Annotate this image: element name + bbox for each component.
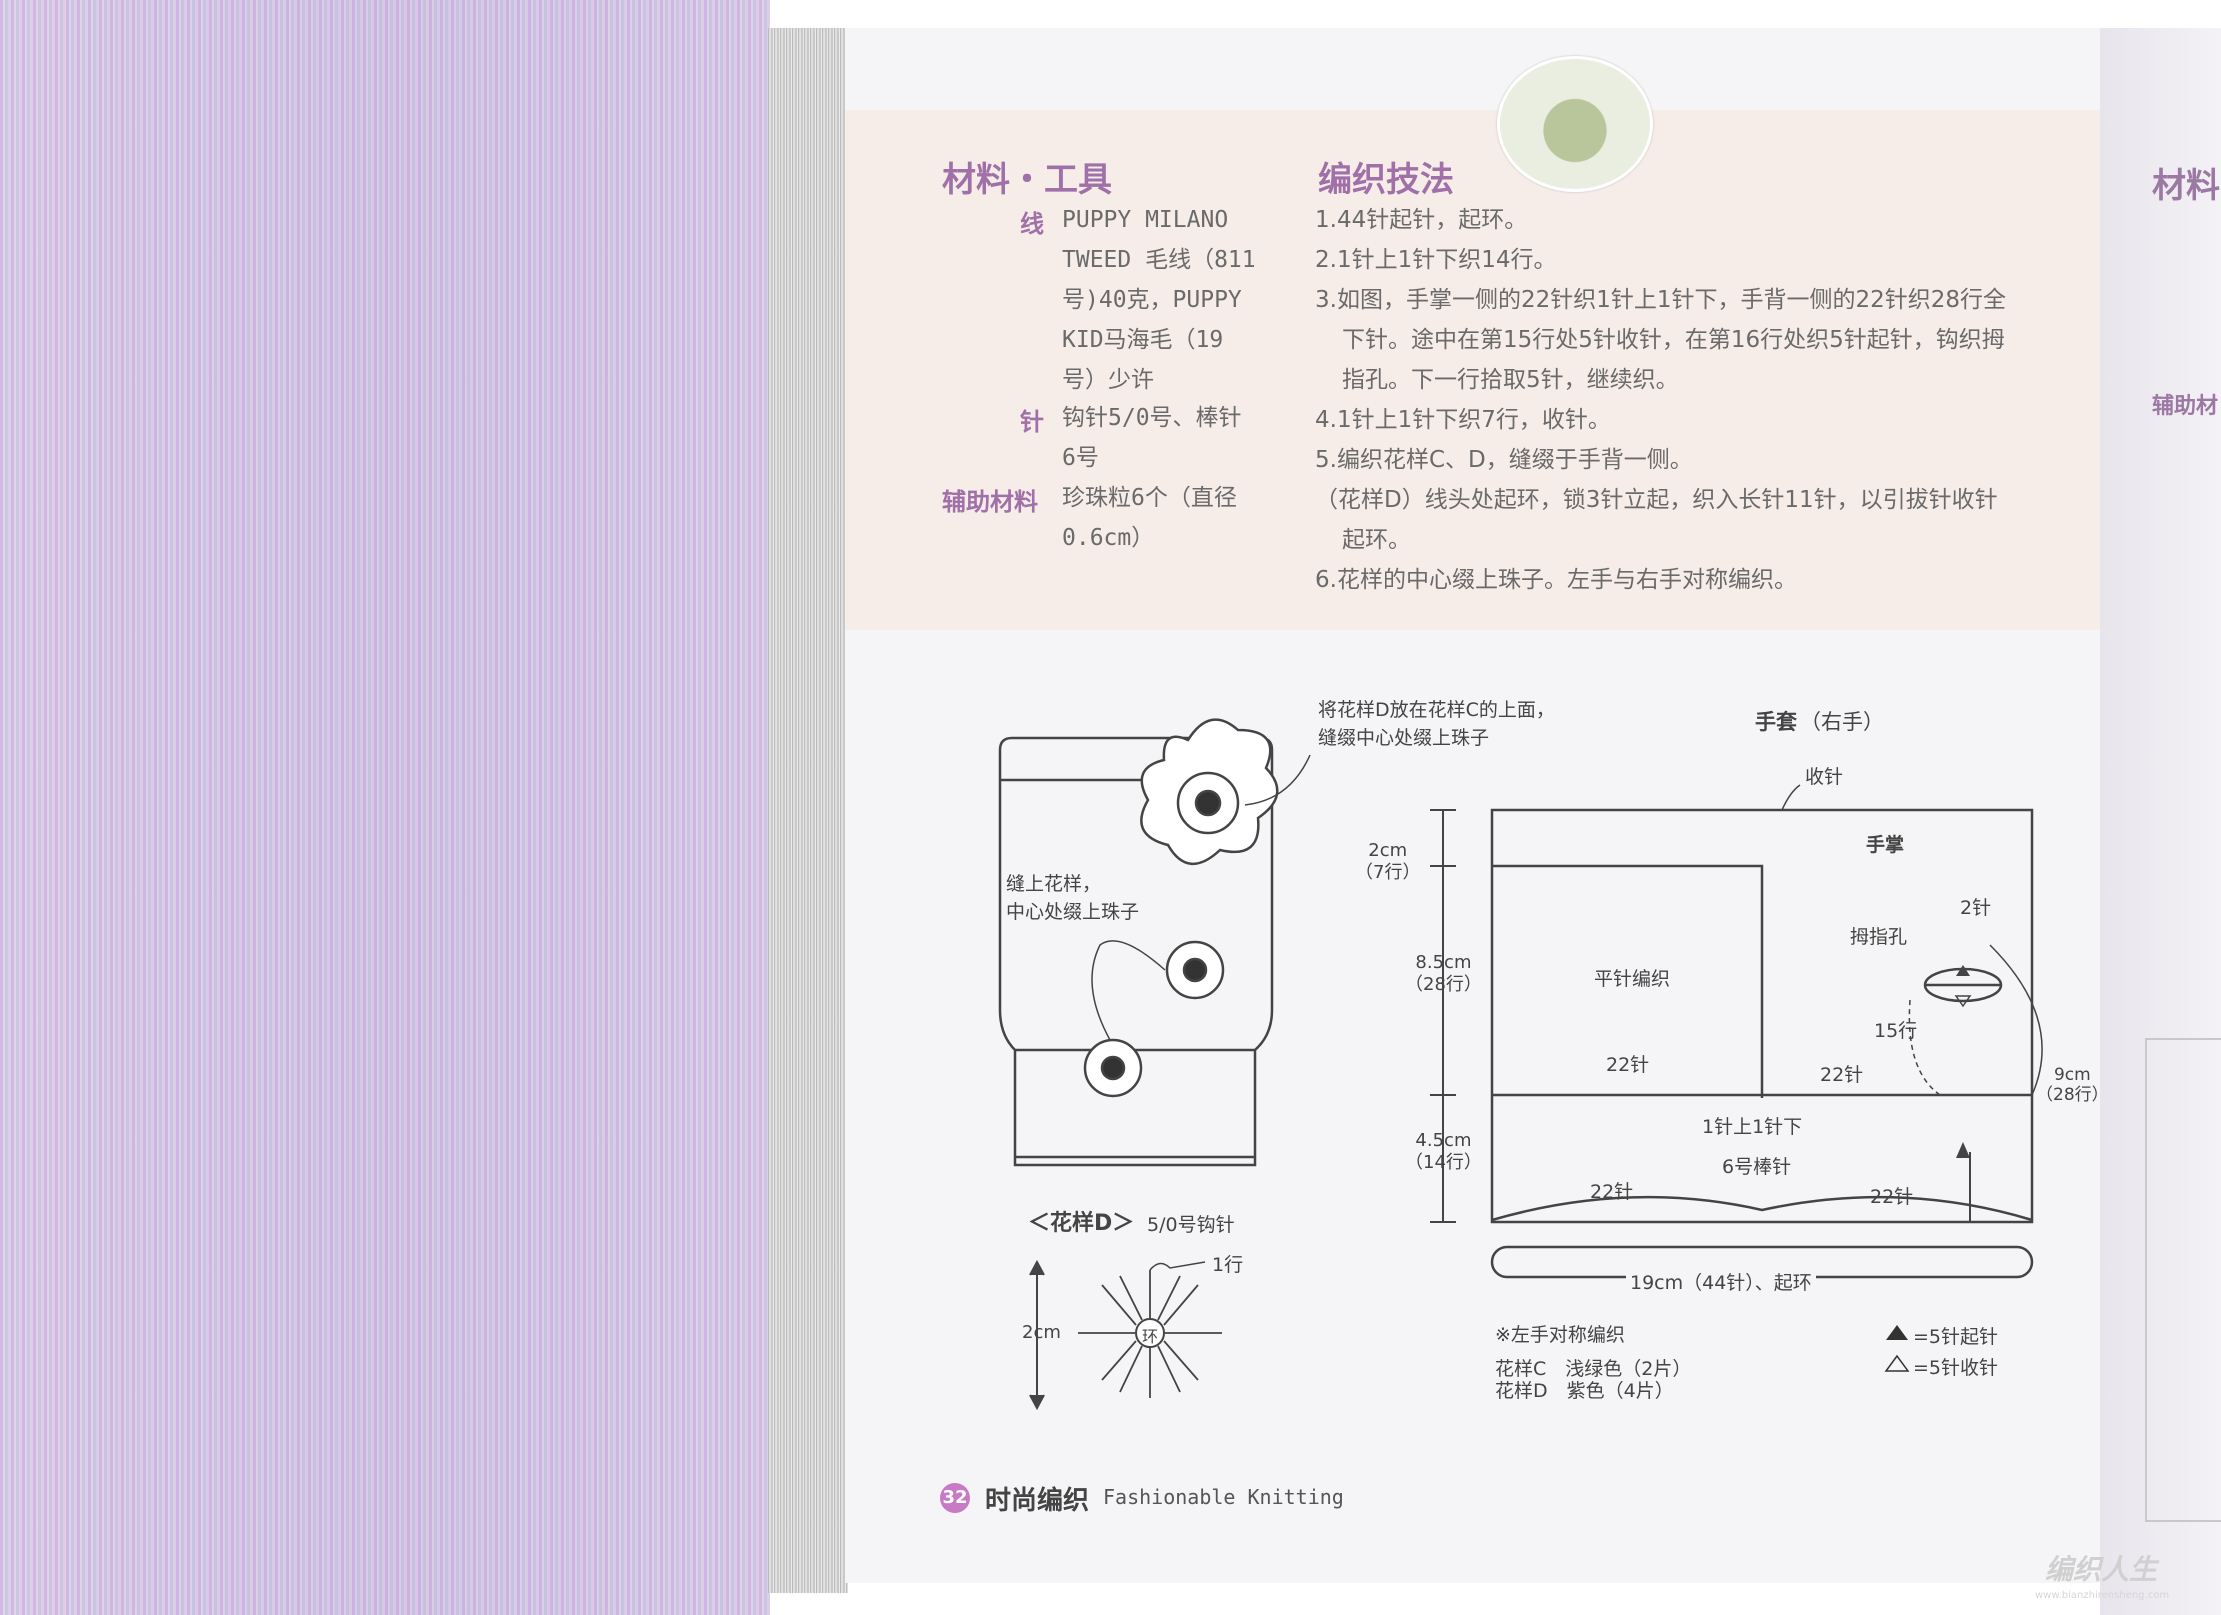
- book-spine-edge: [768, 28, 848, 1593]
- instruction-line: 5.编织花样C、D，缝缀于手背一侧。: [1315, 447, 1693, 473]
- glove-subtitle: （右手）: [1800, 710, 1884, 734]
- stitch-count-rib-left: 22针: [1590, 1181, 1634, 1203]
- dim-top: 2cm（7行）: [1355, 840, 1421, 883]
- aux-text: 珍珠粒6个（直径 0.6cm）: [1062, 485, 1237, 551]
- glove-title: 手套: [1755, 710, 1797, 734]
- adjacent-page-heading: 材料: [2152, 166, 2220, 206]
- aux-label: 辅助材料: [942, 488, 1038, 516]
- needle-text: 钩针5/0号、棒针 6号: [1062, 405, 1242, 471]
- motif-d-hook: 5/0号钩针: [1147, 1214, 1235, 1236]
- motif-d-chart: [1029, 1259, 1165, 1411]
- instruction-line: （花样D）线头处起环，锁3针立起，织入长针11针，以引拔针收针: [1315, 487, 1998, 513]
- bind-off-label: 收针: [1805, 766, 1844, 788]
- left-page-scan-stripes: [0, 0, 770, 1615]
- thumb-hole-label: 拇指孔: [1850, 926, 1908, 948]
- motif-sewing-note: 缝上花样， 中心处缀上珠子: [1006, 873, 1140, 923]
- instruction-line: 1.44针起针，起环。: [1315, 207, 1528, 233]
- motif-d-size: 2cm: [1022, 1322, 1061, 1343]
- instruction-line: 指孔。下一行拾取5针，继续织。: [1342, 367, 1679, 393]
- materials-panel: [845, 110, 2105, 630]
- instructions-list: 1.44针起针，起环。 2.1针上1针下织14行。 3.如图，手掌一侧的22针织…: [1315, 200, 2095, 600]
- stitch-count-palm: 22针: [1820, 1064, 1864, 1086]
- motif-d-ring: 环: [1142, 1327, 1159, 1346]
- needle-label-diagram: 6号棒针: [1722, 1156, 1792, 1178]
- instruction-line: 4.1针上1针下织7行，收针。: [1315, 407, 1611, 433]
- book-title: 时尚编织: [985, 1486, 1090, 1516]
- dim-right: 9cm（28行）: [2036, 1065, 2109, 1105]
- bind-off-symbol: [1884, 1354, 1910, 1372]
- dimension-line: [1430, 809, 1456, 1223]
- motif-color-list: 花样C 浅绿色（2片） 花样D 紫色（4片）: [1495, 1358, 1692, 1402]
- instruction-line: 起环。: [1342, 527, 1411, 553]
- dim-mid: 8.5cm（28行）: [1405, 952, 1482, 995]
- left-hand-note: ※左手对称编织: [1495, 1324, 1625, 1346]
- legend-bind-off: =5针收针: [1913, 1357, 1999, 1379]
- instructions-heading: 编织技法: [1318, 160, 1454, 200]
- stockinette-label: 平针编织: [1594, 968, 1671, 990]
- rib-label: 1针上1针下: [1702, 1116, 1803, 1138]
- glove-illustration: [998, 718, 1311, 1167]
- stitch-count-back: 22针: [1606, 1054, 1650, 1076]
- adjacent-page-label: 辅助材: [2152, 394, 2219, 419]
- instruction-line: 6.花样的中心缀上珠子。左手与右手对称编织。: [1315, 567, 1797, 593]
- motif-d-rows: 1行: [1212, 1254, 1244, 1276]
- instruction-line: 2.1针上1针下织14行。: [1315, 247, 1557, 273]
- glove-pattern: [1490, 784, 2043, 1279]
- fifteen-rows-label: 15行: [1874, 1020, 1918, 1042]
- adjacent-page-box: [2145, 1038, 2221, 1522]
- palm-label: 手掌: [1866, 834, 1905, 856]
- instruction-line: 3.如图，手掌一侧的22针织1针上1针下，手背一侧的22针织28行全: [1315, 287, 2007, 313]
- yarn-label: 线: [1020, 210, 1044, 238]
- book-subtitle: Fashionable Knitting: [1103, 1485, 1344, 1509]
- yarn-text: PUPPY MILANO TWEED 毛线（811 号)40克，PUPPY KI…: [1062, 207, 1256, 393]
- adjacent-page-edge: 材料 辅助材: [2100, 28, 2221, 1615]
- two-stitch-label: 2针: [1960, 897, 1992, 919]
- dim-bottom: 4.5cm（14行）: [1405, 1130, 1482, 1173]
- motif-d-stitches: [1078, 1270, 1222, 1398]
- cast-on-symbol: [1886, 1325, 1908, 1340]
- cast-on-label: 19cm（44针）、起环: [1626, 1268, 1816, 1295]
- page-number: 32: [940, 1483, 970, 1513]
- needle-label: 针: [1020, 408, 1044, 436]
- motif-placement-note: 将花样D放在花样C的上面， 缝缀中心处缀上珠子: [1318, 699, 1555, 749]
- glove-photo: [1497, 56, 1653, 192]
- motif-d-title: ＜花样D＞: [1028, 1211, 1135, 1236]
- watermark-logo: 编织人生: [2045, 1553, 2158, 1586]
- legend-cast-on: =5针起针: [1913, 1326, 1999, 1348]
- materials-heading: 材料・工具: [942, 160, 1112, 200]
- stitch-count-rib-right: 22针: [1870, 1186, 1914, 1208]
- instruction-line: 下针。途中在第15行处5针收针，在第16行处织5针起针，钩织拇: [1342, 327, 2005, 353]
- watermark-url: www.bianzhirensheng.com: [2035, 1590, 2170, 1601]
